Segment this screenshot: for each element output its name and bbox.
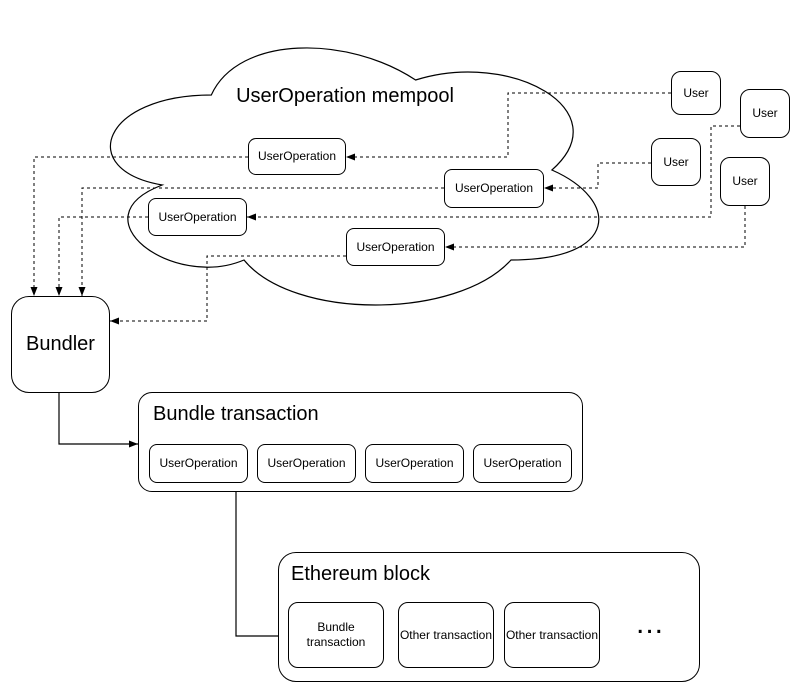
more-transactions-ellipsis: ... — [635, 607, 664, 640]
edge-userop4-to-bundler — [110, 255, 346, 325]
userop-node-1: UserOperation — [248, 138, 346, 175]
userop-node-2: UserOperation — [444, 169, 544, 208]
edge-bundler-to-bundle-transaction — [58, 393, 138, 448]
userop-node-4: UserOperation — [346, 228, 445, 266]
edge-user4-to-userop4 — [445, 206, 746, 251]
edge-user1-to-userop1 — [346, 92, 671, 161]
block-other-transaction-node-2: Other transaction — [504, 602, 600, 668]
user-node-3: User — [651, 138, 701, 186]
bundle-userop-node-2: UserOperation — [257, 444, 356, 483]
bundle-userop-node-3: UserOperation — [365, 444, 464, 483]
user-node-1: User — [671, 71, 721, 115]
bundle-userop-node-1: UserOperation — [149, 444, 248, 483]
block-bundle-transaction-node: Bundle transaction — [288, 602, 384, 668]
bundler-node: Bundler — [11, 296, 110, 393]
userop-node-3: UserOperation — [148, 198, 247, 236]
edge-user3-to-userop2 — [544, 162, 651, 192]
edge-userop2-to-bundler — [78, 187, 444, 296]
block-other-transaction-node-1: Other transaction — [398, 602, 494, 668]
edge-bundle-transaction-to-block — [235, 492, 288, 640]
edge-userop1-to-bundler — [30, 156, 248, 296]
edge-user2-to-userop3 — [247, 125, 740, 221]
bundle-transaction-title: Bundle transaction — [153, 403, 319, 425]
ethereum-block-title: Ethereum block — [291, 563, 430, 585]
user-node-4: User — [720, 157, 770, 206]
user-node-2: User — [740, 89, 790, 138]
mempool-title: UserOperation mempool — [236, 85, 454, 107]
bundle-userop-node-4: UserOperation — [473, 444, 572, 483]
mempool-cloud-shape — [109, 47, 600, 306]
